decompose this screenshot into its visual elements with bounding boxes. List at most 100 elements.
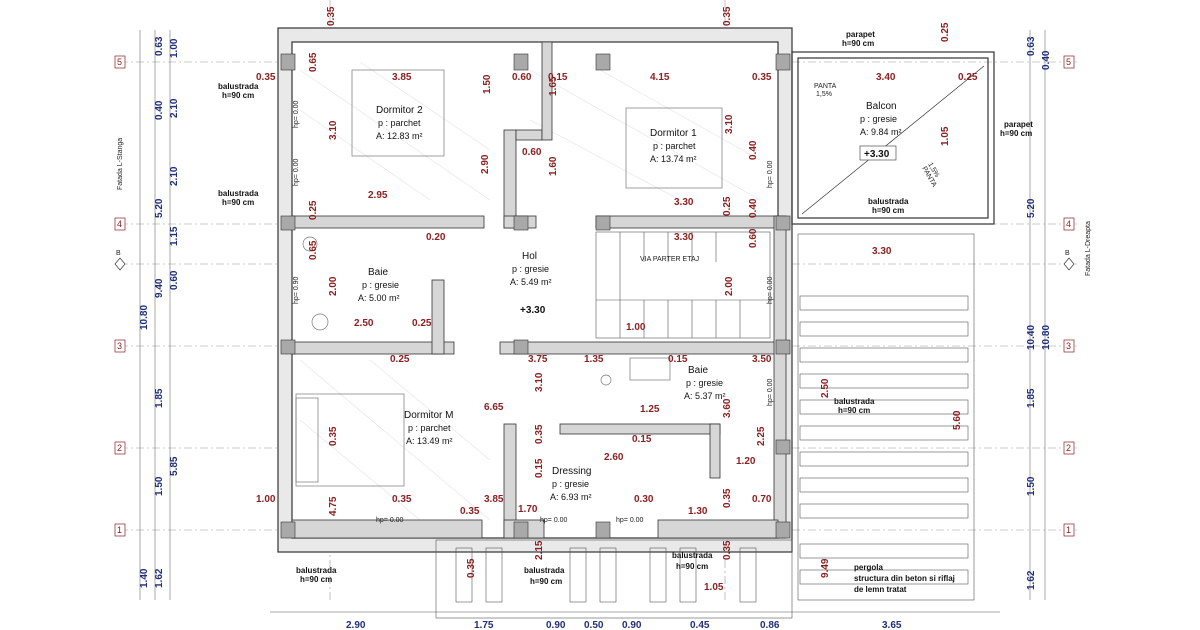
furniture <box>295 69 723 487</box>
int-dim-51: 2.25 <box>756 426 767 446</box>
room-dormitor2-floor: p : parchet <box>378 118 421 128</box>
stair-note: VIA PARTER ETAJ <box>640 256 699 263</box>
balustrada-5-label: balustrada <box>296 566 337 575</box>
right-dim-5: 1.50 <box>1026 476 1037 496</box>
left-dim-11: 1.62 <box>154 568 165 588</box>
int-dim-63: 1.30 <box>688 506 708 517</box>
hp-label-3: hp= 0.90 <box>293 276 300 304</box>
int-dim-40: 3.50 <box>752 354 772 365</box>
bottom-dim-0: 2.90 <box>346 620 366 630</box>
annotations: parapet h=90 cm parapet h=90 cm balustra… <box>117 30 1092 594</box>
top-dim-2: 0.25 <box>940 22 951 42</box>
room-dormitorM: Dormitor M p : parchet A: 13.49 m² <box>404 410 453 446</box>
axis-b-left-label: B <box>116 250 121 257</box>
balustrada-2-label: balustrada <box>218 189 259 198</box>
axis-5-left: 5 <box>114 55 126 69</box>
right-dim-1: 0.40 <box>1041 50 1052 70</box>
int-dim-61: 0.70 <box>752 494 772 505</box>
int-dim-28: 2.00 <box>724 276 735 296</box>
facade-left-label: Fatada L-Stanga <box>117 138 124 190</box>
axis-b-left: B <box>114 250 126 271</box>
int-dim-20: 0.40 <box>748 198 759 218</box>
parapet-top-label: parapet <box>846 30 875 39</box>
balustrada-4-height: h=90 cm <box>838 406 870 415</box>
axis-markers: 5 4 B 3 2 1 5 4 <box>114 55 1075 537</box>
bottom-dimensions: 2.90 1.75 0.90 0.50 0.90 0.45 0.86 3.65 <box>346 620 902 630</box>
left-dim-inner-1: 2.10 <box>169 98 180 118</box>
axis-3-left-label: 3 <box>117 341 122 351</box>
room-dressing: Dressing p : gresie A: 6.93 m² <box>550 466 592 502</box>
balustrada-1-height: h=90 cm <box>222 91 254 100</box>
room-hol: Hol p : gresie A: 5.49 m² <box>510 251 552 287</box>
axis-1-left: 1 <box>114 523 126 537</box>
right-side-dimensions: 0.63 0.40 5.20 10.40 10.80 1.85 1.50 1.6… <box>1026 36 1052 590</box>
parapet-right-label: parapet <box>1004 120 1033 129</box>
pergola-wood: de lemn tratat <box>854 585 907 594</box>
room-balcon: Balcon p : gresie A: 9.84 m² <box>860 101 902 137</box>
axis-3-right-label: 3 <box>1066 341 1071 351</box>
int-dim-3: 4.15 <box>650 72 670 83</box>
int-dim-16: 0.25 <box>308 200 319 220</box>
int-dim-59: 4.75 <box>328 496 339 516</box>
balustrada-7-height: h=90 cm <box>676 562 708 571</box>
level-hol: +3.30 <box>520 305 546 316</box>
int-dim-44: 2.50 <box>820 378 831 398</box>
balustrada-3-height: h=90 cm <box>872 206 904 215</box>
axis-1-right-label: 1 <box>1066 525 1071 535</box>
balustrada-3-label: balustrada <box>868 197 909 206</box>
room-dressing-area: A: 6.93 m² <box>550 492 592 502</box>
bottom-dim-5: 0.45 <box>690 620 710 630</box>
room-dormitorM-name: Dormitor M <box>404 410 453 421</box>
room-dormitorM-floor: p : parchet <box>408 423 451 433</box>
balustrada-2-height: h=90 cm <box>222 198 254 207</box>
int-dim-15: 2.95 <box>368 190 388 201</box>
balustrada-4-label: balustrada <box>834 397 875 406</box>
interior-dimensions: 0.35 3.85 0.60 0.15 4.15 0.35 3.40 0.25 … <box>256 52 978 593</box>
balcony-slope-line <box>801 65 985 215</box>
int-dim-10: 3.10 <box>328 120 339 140</box>
room-dormitor1-name: Dormitor 1 <box>650 128 697 139</box>
int-dim-36: 0.25 <box>390 354 410 365</box>
parquet-hatch <box>299 61 761 521</box>
int-dim-43: 1.25 <box>640 404 660 415</box>
room-dormitor2-name: Dormitor 2 <box>376 105 423 116</box>
room-baie2-area: A: 5.37 m² <box>684 391 726 401</box>
axis-3-left: 3 <box>114 339 126 353</box>
parapet-right-height: h=90 cm <box>1000 129 1032 138</box>
left-total: 10.80 <box>139 305 150 330</box>
right-total: 10.80 <box>1041 325 1052 350</box>
left-dim-8: 1.85 <box>154 388 165 408</box>
int-dim-0: 3.85 <box>392 72 412 83</box>
left-dim-inner-3: 9.40 <box>154 278 165 298</box>
left-dim-0: 0.63 <box>154 36 165 56</box>
axis-b-right-label: B <box>1065 250 1070 257</box>
int-dim-41: 0.35 <box>328 426 339 446</box>
pergola-label: pergola <box>854 563 883 572</box>
axis-b-right: B <box>1063 250 1075 271</box>
int-dim-a: 0.35 <box>256 72 276 83</box>
int-dim-70: 2.90 <box>480 154 491 174</box>
balustrada-5-height: h=90 cm <box>300 575 332 584</box>
balustrada-7-label: balustrada <box>672 551 713 560</box>
bottom-dim-6: 0.86 <box>760 620 780 630</box>
int-dim-18: 3.30 <box>674 197 694 208</box>
bottom-dim-3: 0.50 <box>584 620 604 630</box>
int-dim-39: 0.15 <box>668 354 688 365</box>
axis-4-left-label: 4 <box>117 219 122 229</box>
bottom-dim-7: 3.65 <box>882 620 902 630</box>
int-dim-26: 3.30 <box>872 246 892 257</box>
room-baie1-floor: p : gresie <box>362 280 399 290</box>
top-dim-0: 0.35 <box>326 6 337 26</box>
right-dim-3: 10.40 <box>1026 325 1037 350</box>
left-dim-inner-2: 2.10 <box>169 166 180 186</box>
axis-4-right: 4 <box>1063 217 1075 231</box>
int-dim-54: 0.35 <box>392 494 412 505</box>
int-dim-64: 2.15 <box>534 540 545 560</box>
room-baie2-floor: p : gresie <box>686 378 723 388</box>
room-dormitor1-area: A: 13.74 m² <box>650 154 697 164</box>
room-baie1-name: Baie <box>368 267 388 278</box>
room-dormitor1: Dormitor 1 p : parchet A: 13.74 m² <box>650 128 697 164</box>
int-dim-60: 0.35 <box>722 488 733 508</box>
int-dim-21: 0.65 <box>308 240 319 260</box>
room-baie2: Baie p : gresie A: 5.37 m² <box>684 365 726 401</box>
